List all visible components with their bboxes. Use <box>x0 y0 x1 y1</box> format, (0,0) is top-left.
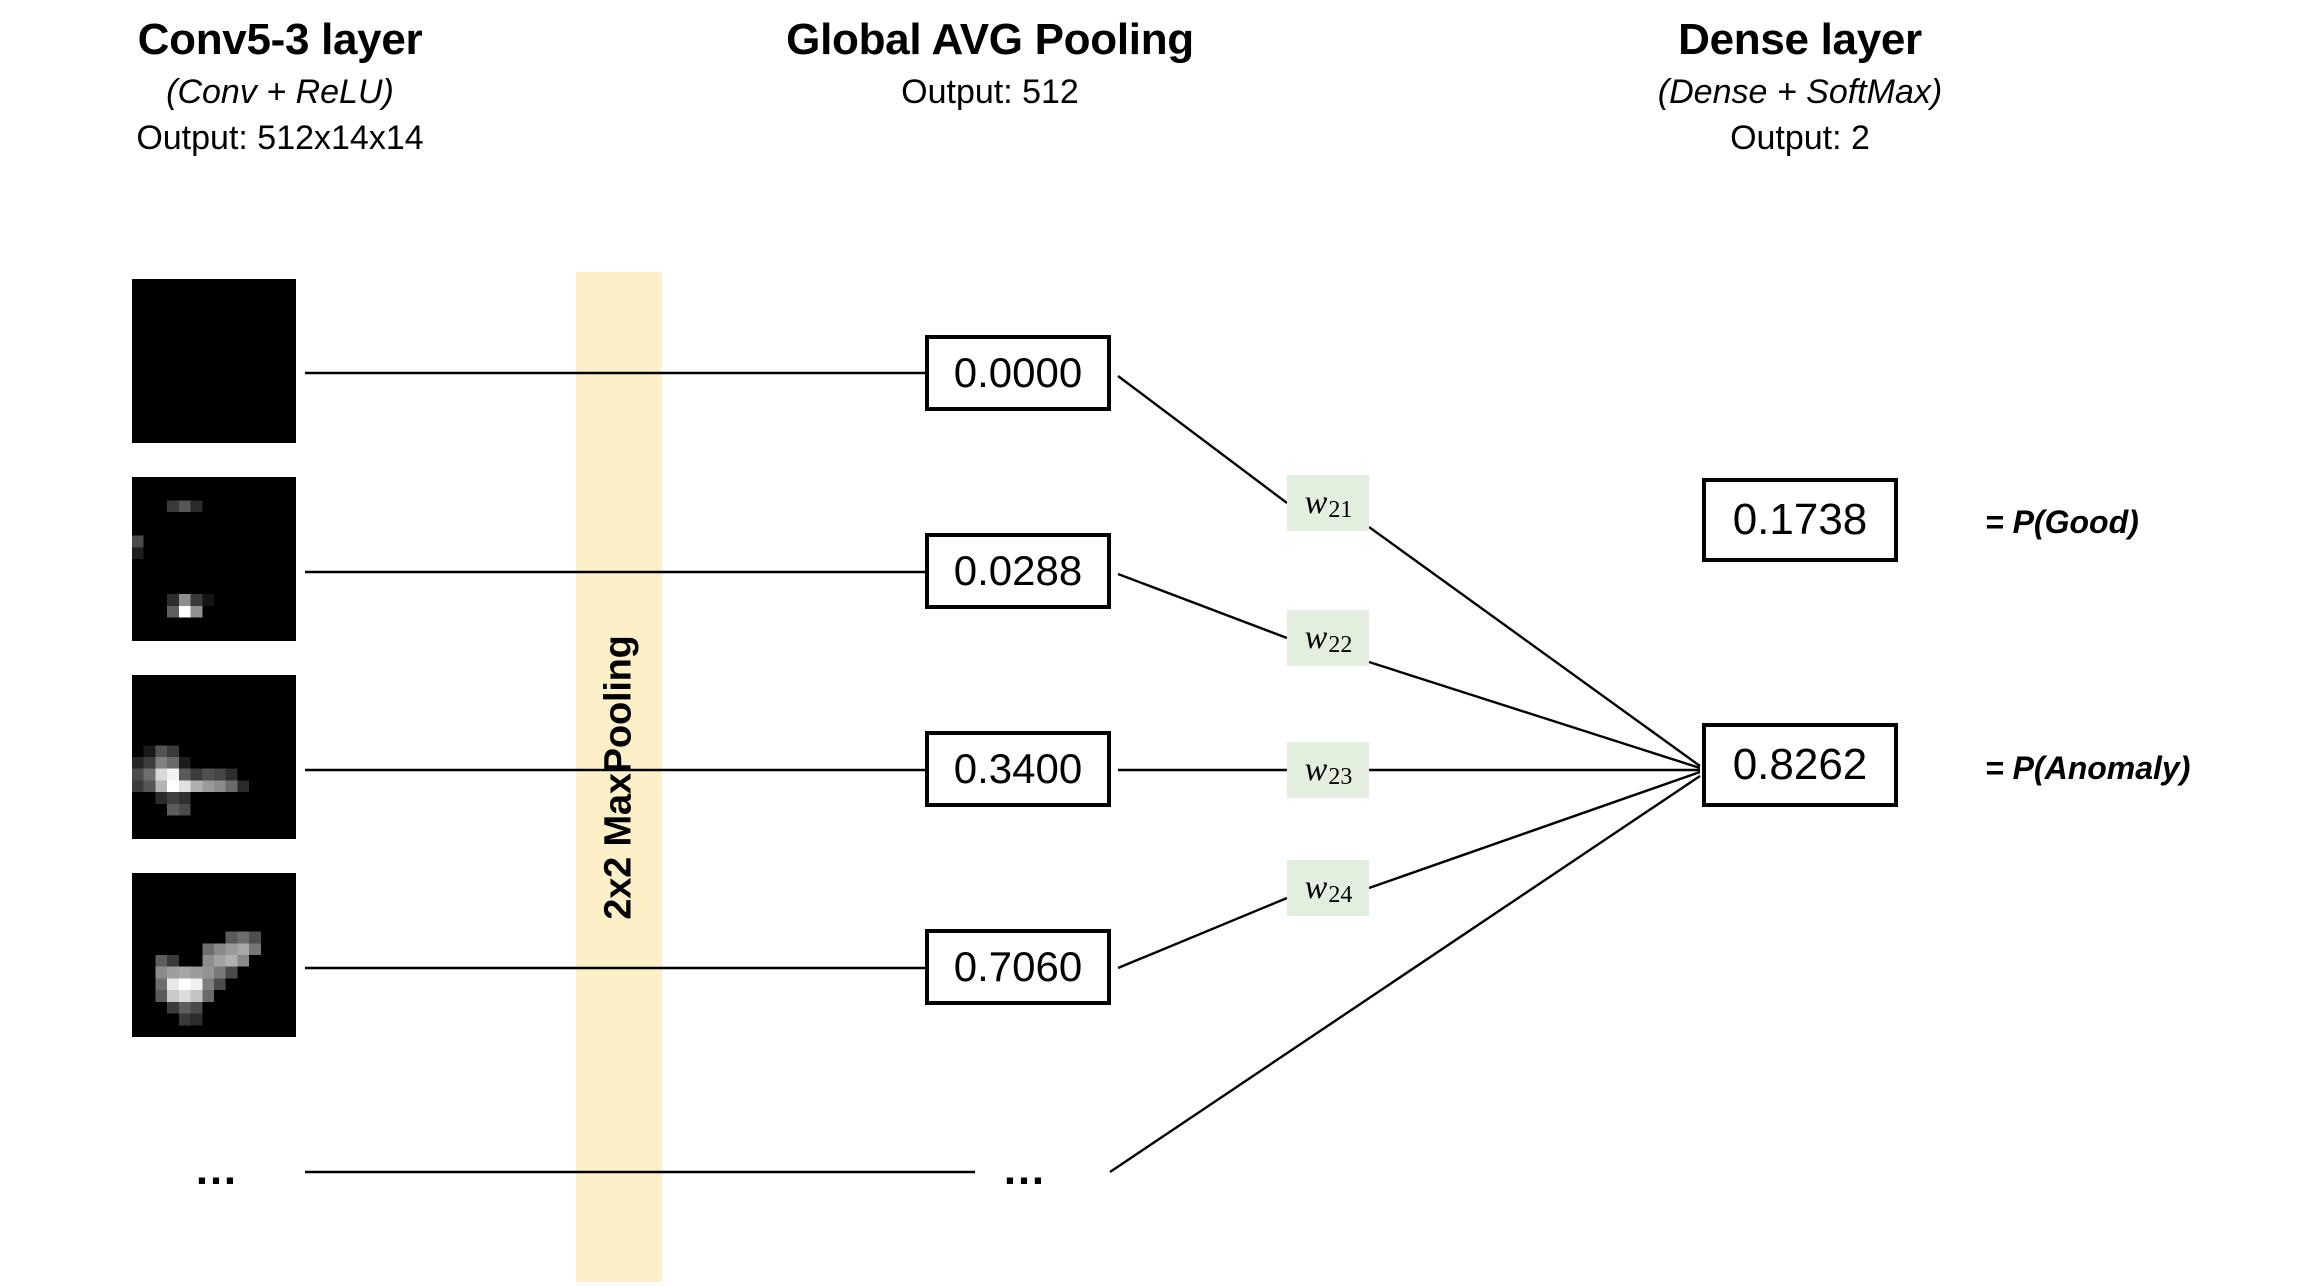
conv-output: Output: 512x14x14 <box>136 119 424 158</box>
gap-value-box-3: 0.3400 <box>925 731 1111 807</box>
output-box-good: 0.1738 <box>1702 478 1898 562</box>
gap-value-box-2: 0.0288 <box>925 533 1111 609</box>
gap-value-ellipsis: … <box>1002 1145 1046 1194</box>
feature-map-2 <box>132 477 296 641</box>
output-box-anomaly: 0.8262 <box>1702 723 1898 807</box>
column-header-gap: Global AVG Pooling Output: 512 <box>690 14 1290 112</box>
feature-map-4 <box>132 873 296 1037</box>
weight-subscript-w24: 24 <box>1328 881 1353 908</box>
conv-title: Conv5-3 layer <box>137 15 423 64</box>
weight-symbol-w23: w <box>1304 751 1328 788</box>
weight-symbol-w21: w <box>1304 484 1328 521</box>
conv-subtitle: (Conv + ReLU) <box>166 72 394 111</box>
maxpooling-band <box>576 272 662 1282</box>
column-header-dense: Dense layer (Dense + SoftMax) Output: 2 <box>1510 14 2090 158</box>
feature-map-3 <box>132 675 296 839</box>
weight-subscript-w21: 21 <box>1328 496 1353 523</box>
wire-box1-w21 <box>1117 375 1288 504</box>
weight-symbol-w22: w <box>1304 619 1328 656</box>
wire-dots-anomaly <box>1109 775 1701 1173</box>
weight-subscript-w23: 23 <box>1328 763 1353 790</box>
dense-subtitle: (Dense + SoftMax) <box>1657 72 1943 111</box>
weight-symbol-w24: w <box>1304 869 1328 906</box>
gap-output: Output: 512 <box>901 72 1079 111</box>
feature-map-1 <box>132 279 296 443</box>
wire-w21-anomaly <box>1368 526 1701 767</box>
wire-w22-anomaly <box>1368 660 1701 770</box>
dense-title: Dense layer <box>1678 15 1922 64</box>
feature-map-ellipsis: … <box>194 1145 238 1194</box>
output-label-good: = P(Good) <box>1985 504 2139 540</box>
wire-box2-w22 <box>1117 572 1288 640</box>
output-label-anomaly: = P(Anomaly) <box>1985 750 2191 786</box>
wire-w24-anomaly <box>1368 770 1701 890</box>
gap-value-box-1: 0.0000 <box>925 335 1111 411</box>
weight-subscript-w22: 22 <box>1328 631 1353 658</box>
dense-output: Output: 2 <box>1730 119 1870 158</box>
column-header-conv: Conv5-3 layer (Conv + ReLU) Output: 512x… <box>0 14 560 158</box>
wire-box4-w24 <box>1117 896 1288 970</box>
gap-value-box-4: 0.7060 <box>925 929 1111 1005</box>
gap-title: Global AVG Pooling <box>786 15 1194 64</box>
